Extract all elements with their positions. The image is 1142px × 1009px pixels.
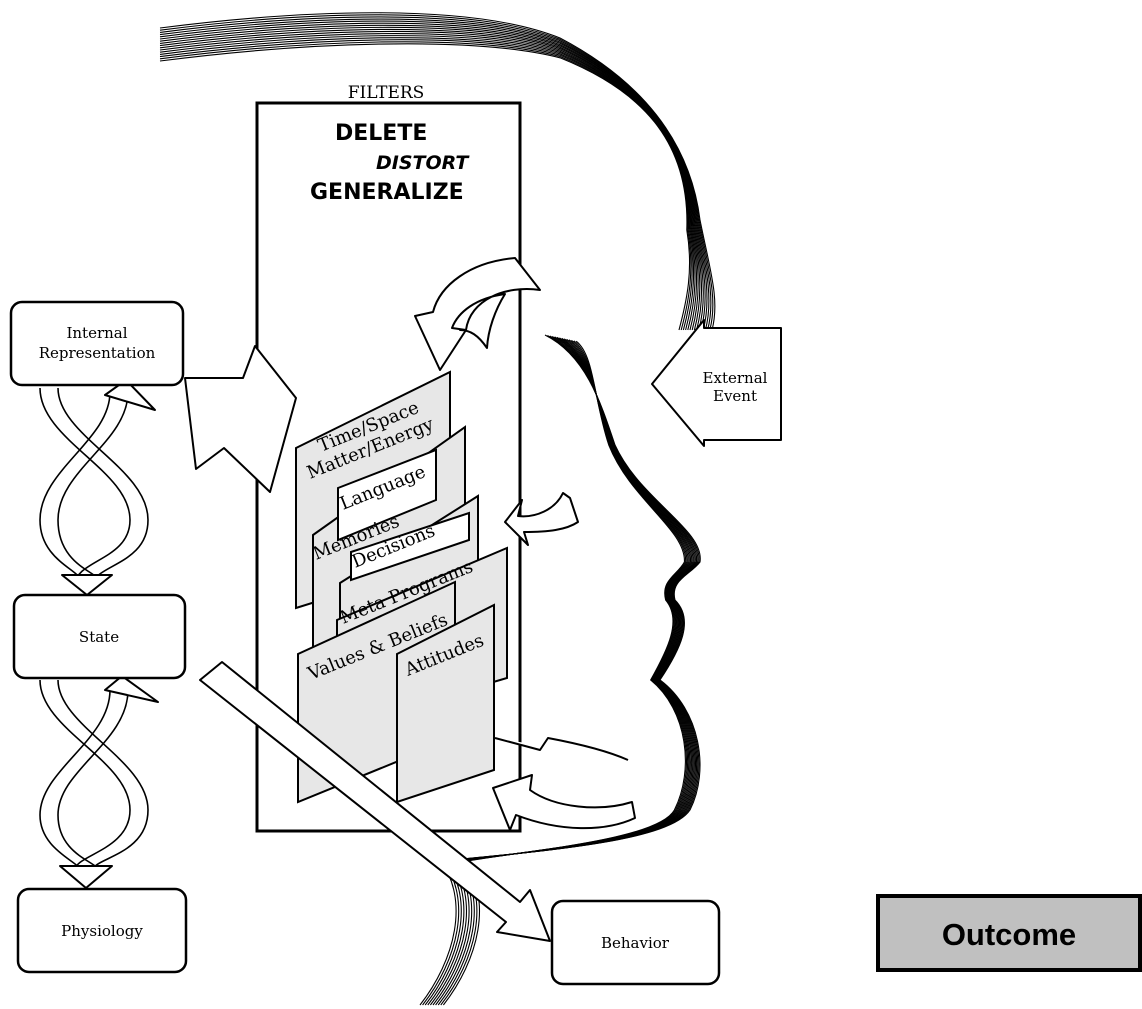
curved-arrow-middle — [504, 492, 579, 546]
internal-representation-line2: Representation — [39, 344, 156, 362]
filters-title: FILTERS — [348, 83, 425, 103]
filter-process-generalize: GENERALIZE — [310, 180, 464, 205]
internal-representation-line1: Internal — [66, 324, 127, 342]
state-label: State — [79, 628, 119, 646]
arrow-to-internal-representation — [184, 345, 297, 493]
head-profile-illustration — [159, 12, 716, 1006]
behavior-box[interactable]: Behavior — [550, 899, 721, 986]
filter-process-delete: DELETE — [335, 121, 427, 146]
external-event-line1: External — [703, 369, 768, 387]
braid-internal-to-state — [39, 379, 156, 596]
behavior-label: Behavior — [601, 934, 670, 952]
card-decisions-inner — [350, 511, 470, 582]
arrow-state-to-behavior — [199, 661, 551, 942]
card-language-inner — [337, 448, 437, 542]
physiology-box[interactable]: Physiology — [16, 887, 188, 974]
outcome-box[interactable]: Outcome — [876, 894, 1142, 972]
feedback-arrows — [184, 257, 636, 831]
external-event-line2: Event — [713, 387, 757, 405]
filter-cards-stack: Time/Space Matter/Energy Language Memori… — [295, 370, 508, 804]
curved-arrow-top — [414, 257, 541, 371]
braid-state-to-physiology — [39, 675, 159, 889]
external-event-arrow[interactable]: External Event — [651, 319, 782, 447]
filter-process-distort: DISTORT — [376, 152, 470, 174]
physiology-label: Physiology — [61, 922, 143, 940]
curved-arrow-bottom — [492, 737, 636, 831]
state-box[interactable]: State — [12, 593, 187, 680]
card-attitudes — [396, 603, 495, 804]
internal-representation-box[interactable]: Internal Representation — [9, 300, 185, 387]
outcome-label: Outcome — [942, 917, 1076, 952]
